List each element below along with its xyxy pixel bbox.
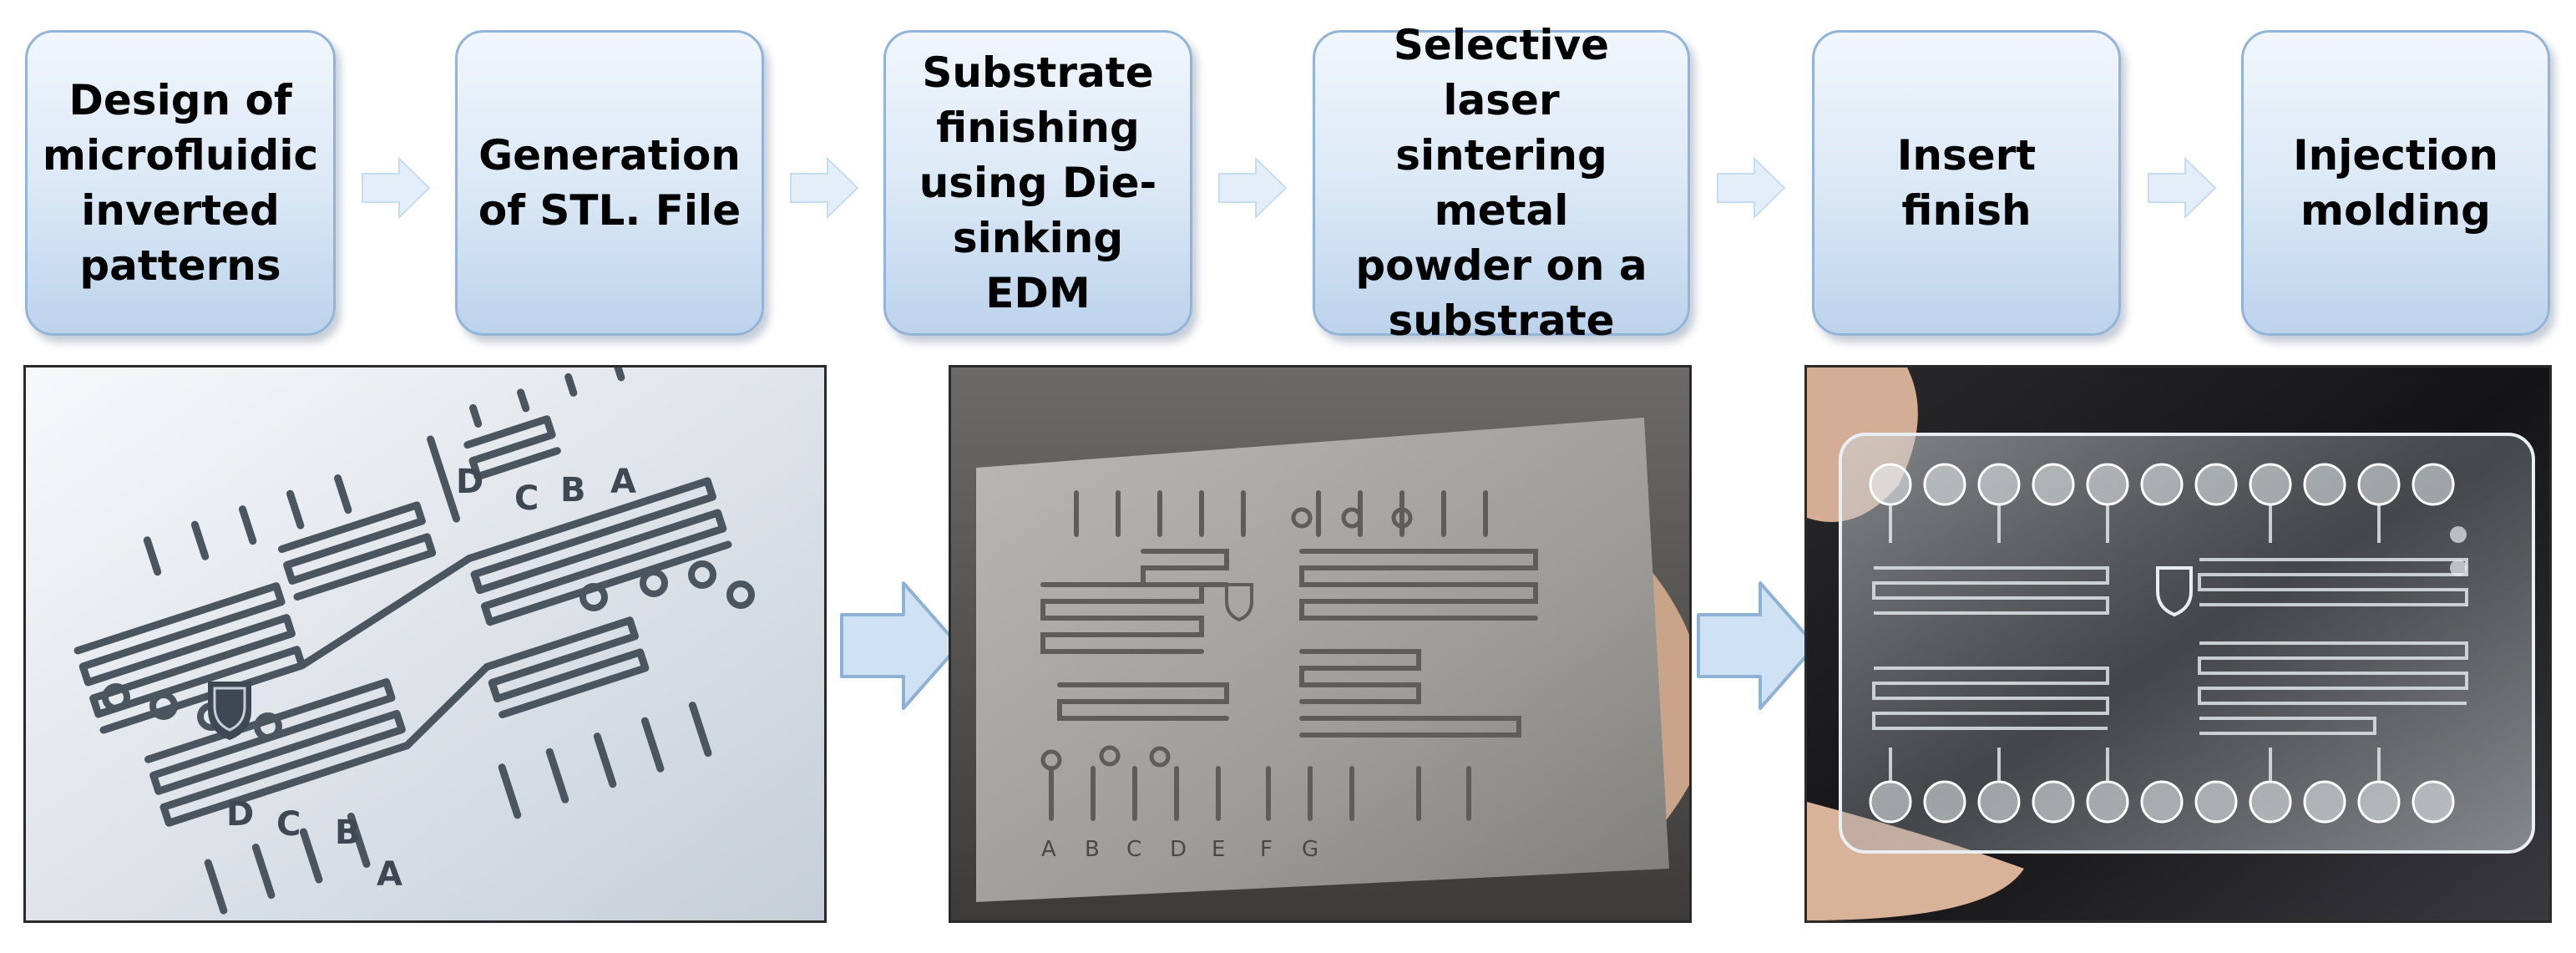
dcu-logo-icon [1225,583,1253,622]
cad-letter: C [514,479,539,518]
step-stl: Generation of STL. File [455,30,764,336]
arrow-right-icon [1716,156,1786,223]
step-sls: Selective laser sintering metal powder o… [1313,21,1690,345]
molded-chip-photo [1804,365,2552,923]
step-label: Selective laser sintering metal powder o… [1355,21,1647,345]
metal-letter: G [1302,837,1318,862]
cad-letter: D [226,795,254,834]
step-design: Design of microfluidic inverted patterns [25,30,336,336]
step-label: Generation of STL. File [478,131,741,235]
dcu-logo-icon [2156,566,2193,617]
cad-letter: A [377,855,402,894]
step-edm: Substrate finishing using Die- sinking E… [883,30,1192,336]
cad-model-image: A B C D A B C D [23,365,827,923]
arrow-right-icon [361,156,431,223]
arrow-right-icon [1217,156,1288,223]
cad-letter: B [560,471,586,509]
metal-letter: B [1085,837,1100,862]
step-label: Substrate finishing using Die- sinking E… [919,48,1157,317]
metal-insert-photo: A B C D E F G [949,365,1692,923]
arrow-right-icon [2147,156,2217,223]
metal-letter: C [1126,837,1141,862]
cad-letter: A [610,463,636,501]
step-label: Insert finish [1896,131,2037,235]
step-injection-molding: Injection molding [2241,30,2550,336]
step-label: Design of microfluidic inverted patterns [42,76,319,290]
cad-letter: B [335,814,361,852]
metal-letter: A [1041,837,1056,862]
metal-letter: D [1170,837,1187,862]
metal-letter: F [1260,837,1273,862]
cad-letter: D [456,463,483,501]
cad-letter: C [276,805,301,844]
step-label: Injection molding [2293,131,2498,235]
arrow-right-icon [789,156,859,223]
dcu-logo-icon [208,682,251,740]
large-arrow-right-icon [838,580,962,716]
step-insert-finish: Insert finish [1812,30,2121,336]
metal-letter: E [1212,837,1225,862]
large-arrow-right-icon [1695,580,1819,716]
